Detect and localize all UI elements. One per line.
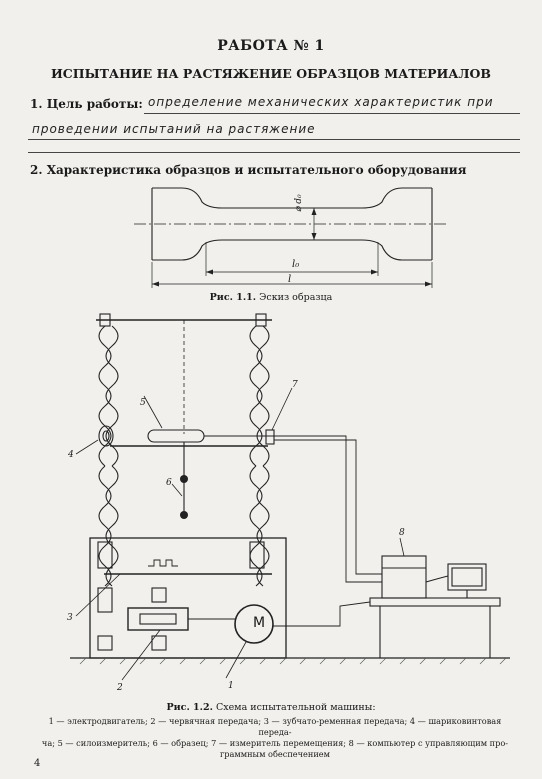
callout-8: 8 — [399, 528, 405, 538]
page-title: РАБОТА № 1 — [217, 38, 325, 54]
label-l0: l₀ — [292, 259, 300, 270]
figure1-caption-text: Эскиз образца — [259, 292, 333, 303]
page-subtitle: ИСПЫТАНИЕ НА РАСТЯЖЕНИЕ ОБРАЗЦОВ МАТЕРИА… — [51, 66, 491, 81]
answer-line-2 — [28, 139, 520, 140]
handwritten-goal-line1: определение механических характеристик п… — [148, 95, 494, 109]
section2-heading: 2. Характеристика образцов и испытательн… — [30, 163, 467, 177]
figure2-legend-line2: ча; 5 — силоизмеритель; 6 — образец; 7 —… — [41, 738, 509, 748]
callout-4: 4 — [68, 450, 74, 460]
callout-5: 5 — [140, 398, 146, 408]
motor-symbol: M — [253, 615, 266, 631]
label-d0: ⌀ d₀ — [294, 194, 304, 212]
figure2-legend: 1 — электродвигатель; 2 — червячная пере… — [40, 716, 510, 760]
figure1-caption-num: Рис. 1.1. — [209, 292, 257, 303]
figure2-legend-line1: 1 — электродвигатель; 2 — червячная пере… — [48, 716, 502, 737]
figure2-caption-text: Схема испытательной машины: — [215, 702, 376, 713]
section1-heading: 1. Цель работы: — [30, 97, 143, 111]
callout-6: 6 — [166, 478, 172, 488]
specimen-sketch — [134, 187, 448, 288]
testing-machine-diagram — [70, 313, 510, 681]
answer-line-3 — [28, 152, 520, 153]
figure1-caption: Рис. 1.1. Эскиз образца — [0, 292, 542, 303]
callout-1: 1 — [228, 681, 234, 691]
figure2-caption: Рис. 1.2. Схема испытательной машины: — [0, 702, 542, 713]
figure2-caption-num: Рис. 1.2. — [166, 702, 213, 713]
figure2-legend-line3: граммным обеспечением — [219, 749, 331, 759]
label-l: l — [288, 274, 292, 285]
handwritten-goal-line2: проведении испытаний на растяжение — [32, 122, 316, 136]
callout-7: 7 — [292, 380, 298, 390]
callout-2: 2 — [117, 683, 123, 693]
answer-line-1 — [144, 113, 520, 114]
callout-3: 3 — [67, 613, 73, 623]
page-number: 4 — [34, 758, 41, 769]
